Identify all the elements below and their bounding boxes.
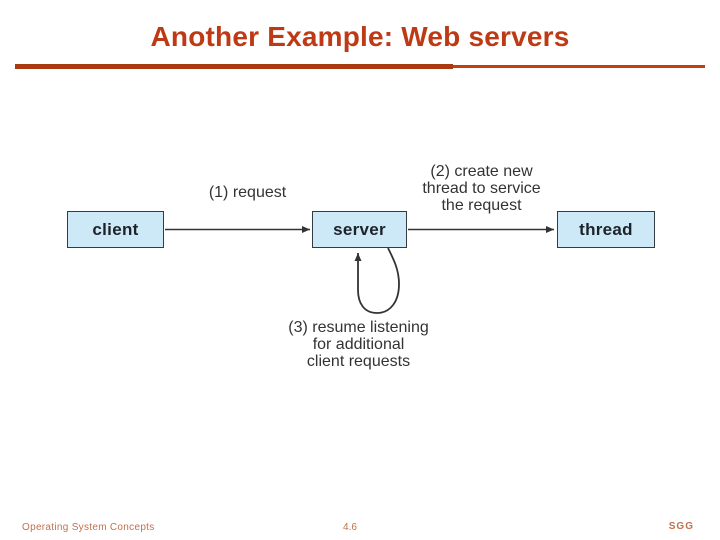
slide-footer: Operating System Concepts 4.6 SGG <box>0 519 720 540</box>
server-box-label: server <box>333 219 386 239</box>
slide-title: Another Example: Web servers <box>150 21 570 52</box>
footer-page-number: 4.6 <box>343 522 357 533</box>
title-underline-left <box>15 64 453 69</box>
thread-box-label: thread <box>579 219 633 239</box>
step1-request-label: (1) request <box>208 184 287 201</box>
client-box-label: client <box>92 219 139 239</box>
footer-book-title: Operating System Concepts <box>22 522 155 533</box>
resume-loop-arrow <box>354 247 400 314</box>
step2-create-thread-label: (2) create new thread to service the req… <box>422 163 541 214</box>
footer-authors: SGG <box>668 521 694 532</box>
client-box: client <box>67 211 164 248</box>
title-underline-right <box>453 65 705 68</box>
thread-box: thread <box>557 211 655 248</box>
server-box: server <box>312 211 407 248</box>
step3-resume-listening-label: (3) resume listening for additional clie… <box>288 319 429 370</box>
